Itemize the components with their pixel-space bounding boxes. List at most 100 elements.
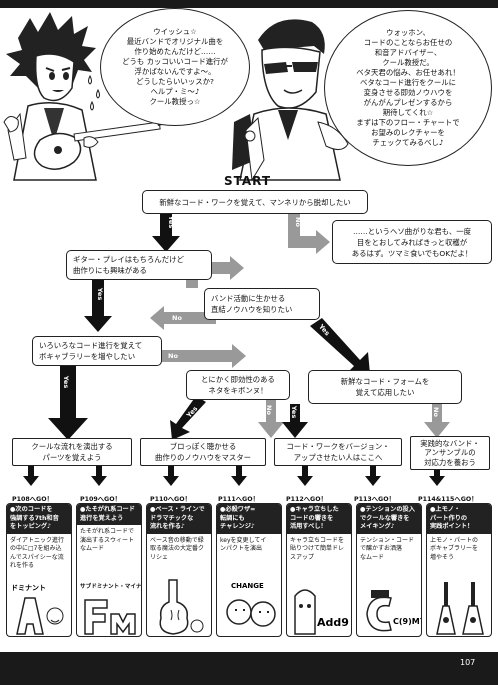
lesson-card-p109: ●たそがれ系コード進行を覚えよう たそがれ系コードで演出するスウィートなムード … — [76, 503, 142, 637]
start-label: START — [224, 174, 272, 188]
question-text: 目をとおしてみればきっと収穫が — [356, 237, 468, 247]
question-text: 曲作りにも興味がある — [73, 266, 147, 275]
speech-line: まずは下のフロー・チャートで — [356, 118, 460, 127]
speech-line: チェックてみるべし♪ — [372, 138, 444, 147]
question-box-4: バンド活動に生かせる 直結ノウハウを知りたい — [204, 288, 320, 320]
lesson-card-p112: ●キャラ立ちしたコードの響きを活用すべし！ キャラ立ちコードを貼りつけて簡単ドレ… — [286, 503, 352, 637]
card-page-link[interactable]: P111へGO！ — [218, 496, 259, 503]
speech-line: コードのことならお任せの — [363, 38, 453, 47]
speech-line: どうしたらいいッスか? — [136, 77, 214, 86]
card-heading: ●キャラ立ちしたコードの響きを活用すべし！ — [287, 504, 351, 534]
result-text: 実践的なバンド・ — [420, 438, 480, 448]
card-page-link[interactable]: P110へGO！ — [150, 496, 191, 503]
result-text: クールな流れを演出する — [31, 442, 113, 451]
result-box-4: 実践的なバンド・ アンサンブルの 対応力を養おう — [410, 436, 490, 470]
yes-label: Yes — [96, 287, 105, 301]
question-text: ギター・プレイはもちろんだけど — [73, 255, 184, 264]
speech-line: 変身させる即効ノウハウを — [363, 88, 453, 97]
speech-line: ベタなコード進行をクールに — [359, 78, 457, 87]
page-footer-band — [0, 652, 498, 685]
card-heading: ●テンションの投入でクールな響きをメイキング♪ — [357, 504, 421, 534]
question-text: 新鮮なコード・ワークを覚えて、マンネリから脱却したい — [159, 197, 351, 207]
professor-character-illustration — [232, 19, 349, 182]
lesson-card-p111: ●必殺ワザ=転調にもチャレンジ♪ keyを変更してインパクトを演出 CHANGE — [216, 503, 282, 637]
speech-line: クール教授っ☆ — [149, 97, 201, 106]
result-box-1: クールな流れを演出する パーツを覚えよう — [12, 438, 132, 466]
subdominant-minor-illustration: サブドミナント・マイナー — [80, 582, 142, 635]
speech-line: 作り始めたんだけど…… — [134, 47, 216, 56]
speech-line: どうも カッコいいコード進行が — [122, 57, 228, 66]
question-box-2: ギター・プレイはもちろんだけど 曲作りにも興味がある — [66, 250, 212, 280]
svg-text:C(9)M7: C(9)M7 — [393, 617, 422, 626]
lesson-card-p114-115: ●上モノ・パート作りの実践ポイント！ 上モノ・パートのボキャブラリーを増やそう — [426, 503, 492, 637]
speech-line: お望みのレクチャーを — [371, 128, 445, 137]
no-label: No — [293, 217, 302, 227]
svg-text:CHANGE: CHANGE — [231, 582, 264, 590]
card-body: キャラ立ちコードを貼りつけて簡単ドレスアップ — [290, 536, 345, 561]
speech-line: ヘルプ・ミ〜♪ — [150, 87, 200, 96]
question-text: とにかく即効性のある — [201, 375, 275, 384]
svg-text:サブドミナント・マイナー: サブドミナント・マイナー — [80, 582, 142, 590]
result-text: コード・ワークをバージョン・ — [286, 442, 390, 451]
no-label: No — [172, 314, 182, 322]
guitars-character-illustration — [436, 582, 484, 635]
page-number: 107 — [460, 658, 476, 667]
question-text: バンド活動に生かせる — [211, 294, 286, 303]
guitarist-speech-bubble: ウイッシュ☆ 最近バンドでオリジナル曲を 作り始めたんだけど…… どうも カッコ… — [100, 8, 250, 126]
page-top-band — [0, 0, 498, 8]
card-page-link[interactable]: P112へGO！ — [286, 496, 327, 503]
speech-line: 期待してくれ☆ — [382, 108, 434, 117]
yes-label: Yes — [62, 375, 71, 389]
result-text: 対応力を養おう — [424, 457, 476, 467]
tension-character-illustration: C(9)M7 — [366, 590, 422, 632]
speech-line: ウイッシュ☆ — [153, 27, 197, 36]
result-text: アップさせたい人はここへ — [293, 453, 383, 462]
card-page-link[interactable]: P108へGO！ — [12, 496, 53, 503]
question-box-1: 新鮮なコード・ワークを覚えて、マンネリから脱却したい — [142, 190, 368, 214]
result-text: アンサンブルの — [424, 448, 476, 458]
question-box-3: ……というヘソ曲がりな君も、一度 目をとおしてみればきっと収穫が あるはず。ツマ… — [332, 220, 492, 264]
card-body: 上モノ・パートのボキャブラリーを増やそう — [430, 536, 479, 561]
add9-character-illustration: Add9 — [294, 589, 349, 635]
question-text: ネタをキボンヌ！ — [208, 386, 268, 395]
result-box-3: コード・ワークをバージョン・ アップさせたい人はここへ — [274, 438, 402, 466]
question-box-7: 新鮮なコード・フォームを 覚えて応用したい — [308, 370, 462, 404]
guitarist-character-illustration — [3, 12, 174, 181]
speech-line: ベタ天君の悩み、お任せあれ！ — [356, 68, 460, 77]
question-text: いろいろなコード進行を覚えて — [39, 341, 143, 350]
lesson-card-p110: ●ベース・ラインでドラマチックな流れを作る♪ ベース音の移動で緑取る魔法の大定番… — [146, 503, 212, 637]
result-text: ブロっぽく聴かせる — [169, 442, 237, 451]
card-heading: ●ベース・ラインでドラマチックな流れを作る♪ — [147, 504, 211, 534]
card-page-link[interactable]: P114&115へGO！ — [418, 496, 478, 503]
question-text: あるはず。ツマミ食いでもOKだよ！ — [351, 248, 473, 258]
lesson-card-p108: ●次のコードを強調する7th和音をトッピング♪ ダイアトニック進行の中に□7を組… — [6, 503, 72, 637]
question-box-6: とにかく即効性のある ネタをキボンヌ！ — [186, 370, 290, 400]
change-character-illustration: CHANGE — [226, 582, 276, 627]
speech-line: ウォッホン、 — [386, 28, 430, 37]
card-heading: ●必殺ワザ=転調にもチャレンジ♪ — [217, 504, 281, 534]
card-heading: ●上モノ・パート作りの実践ポイント！ — [427, 504, 491, 534]
professor-speech-bubble: ウォッホン、 コードのことならお任せの 和音アドバイザー、 クール教授だ。 ベタ… — [324, 10, 492, 166]
no-label: No — [168, 352, 178, 360]
speech-line: 最近バンドでオリジナル曲を — [126, 37, 224, 46]
yes-label: Yes — [290, 405, 299, 419]
card-page-link[interactable]: P109へGO！ — [80, 496, 121, 503]
svg-text:Add9: Add9 — [317, 616, 349, 629]
card-body: テンション・コードで醸かすお洒落なムード — [360, 536, 415, 561]
question-text: 新鮮なコード・フォームを — [340, 377, 430, 386]
question-box-5: いろいろなコード進行を覚えて ボキャブラリーを増やしたい — [32, 336, 162, 366]
no-label: No — [264, 405, 273, 415]
card-page-link[interactable]: P113へGO！ — [354, 496, 395, 503]
question-text: 覚えて応用したい — [355, 388, 415, 397]
question-text: ……というヘソ曲がりな君も、一度 — [352, 226, 472, 236]
result-box-2: ブロっぽく聴かせる 曲作りのノウハウをマスター — [140, 438, 266, 466]
no-label: No — [431, 407, 440, 417]
card-body: ベース音の移動で緑取る魔法の大定番クリシェ — [150, 536, 205, 561]
dominant-character-illustration: ドミナント — [11, 584, 64, 635]
result-text: パーツを覚えよう — [42, 453, 102, 462]
yes-label: Yes — [167, 215, 176, 229]
lesson-card-p113: ●テンションの投入でクールな響きをメイキング♪ テンション・コードで醸かすお洒落… — [356, 503, 422, 637]
result-text: 曲作りのノウハウをマスター — [154, 453, 252, 462]
card-body: たそがれ系コードで演出するスウィートなムード — [80, 528, 135, 552]
